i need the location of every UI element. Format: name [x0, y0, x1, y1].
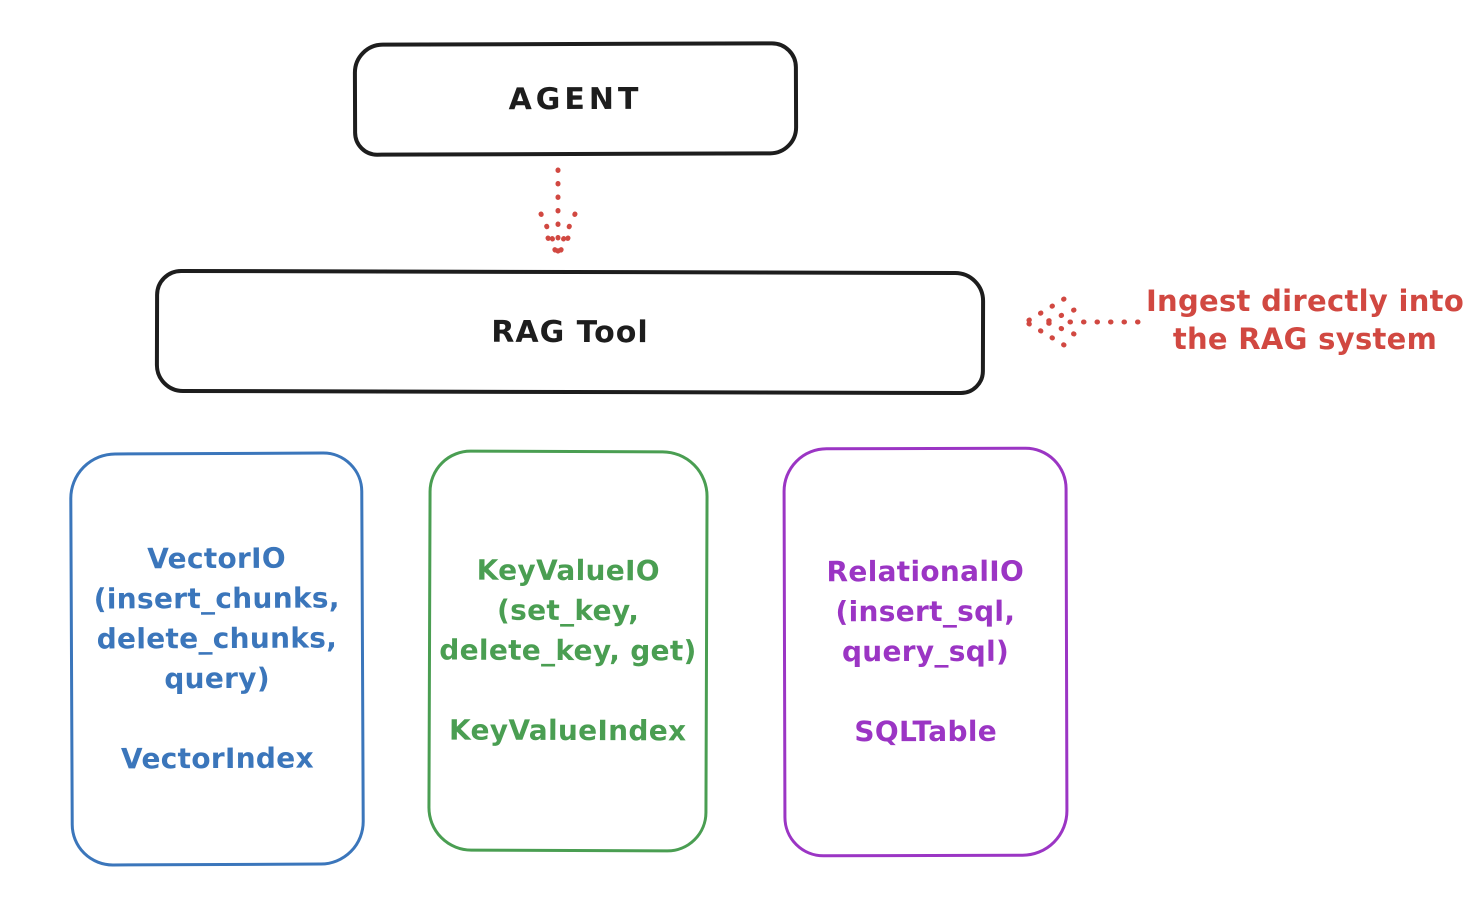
- ingest-annotation-line1: Ingest directly into: [1145, 284, 1465, 318]
- vector-index-label: VectorIndex: [120, 741, 314, 776]
- keyvalue-io-line: (set_key,: [497, 593, 640, 628]
- keyvalue-index-label: KeyValueIndex: [448, 713, 687, 748]
- relational-io-line: query_sql): [841, 634, 1010, 669]
- rag-tool-label: RAG Tool: [491, 314, 649, 350]
- relational-io-box: RelationalIO (insert_sql, query_sql) SQL…: [782, 446, 1069, 858]
- vector-io-line: delete_chunks,: [96, 621, 338, 656]
- ingest-annotation: Ingest directly into the RAG system: [1130, 282, 1480, 358]
- ingest-annotation-line2: the RAG system: [1172, 322, 1438, 356]
- relational-io-line: RelationalIO: [826, 554, 1025, 589]
- vector-io-box: VectorIO (insert_chunks, delete_chunks, …: [69, 451, 365, 867]
- dotted-arrow-down-icon: [538, 167, 578, 258]
- relational-io-line: (insert_sql,: [835, 594, 1016, 629]
- vector-io-line: query): [164, 661, 270, 696]
- keyvalue-io-box: KeyValueIO (set_key, delete_key, get) Ke…: [427, 449, 709, 853]
- agent-box: AGENT: [352, 41, 799, 157]
- keyvalue-io-line: KeyValueIO: [476, 553, 660, 588]
- agent-label: AGENT: [508, 81, 643, 117]
- sql-table-label: SQLTable: [854, 714, 998, 749]
- vector-io-line: (insert_chunks,: [93, 581, 340, 616]
- dotted-arrow-left-icon: [1023, 296, 1141, 348]
- keyvalue-io-line: delete_key, get): [439, 633, 697, 668]
- rag-tool-box: RAG Tool: [154, 268, 986, 396]
- vector-io-line: VectorIO: [147, 541, 287, 576]
